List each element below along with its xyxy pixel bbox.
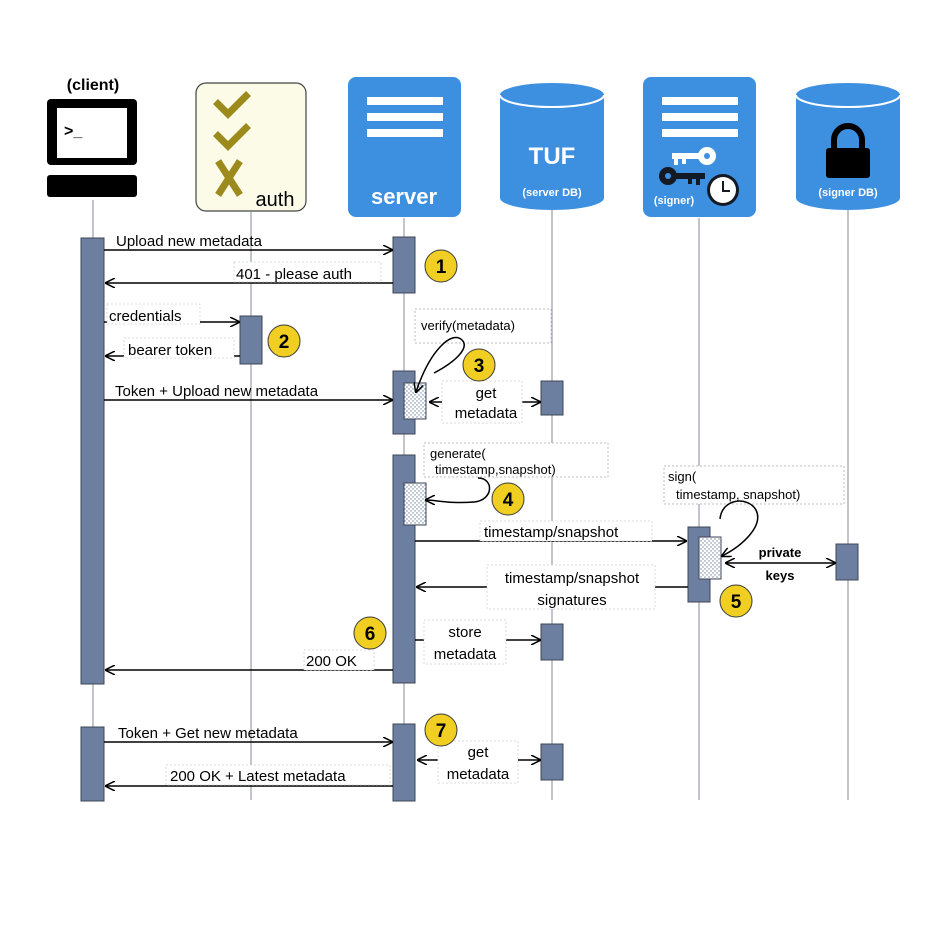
keys-label: keys <box>766 568 795 583</box>
svg-text:4: 4 <box>503 490 514 511</box>
step-badge: 4 <box>491 482 525 516</box>
msg-200-ok-label: 200 OK <box>306 653 357 670</box>
private-label: private <box>759 545 802 560</box>
msg-token-upload-label: Token + Upload new metadata <box>115 383 319 400</box>
step-badge: 3 <box>462 348 496 382</box>
get-label: get <box>476 385 498 402</box>
msg-ts-snap-label: timestamp/snapshot <box>484 524 619 541</box>
svg-text:5: 5 <box>731 592 742 613</box>
verify-activation <box>403 382 427 420</box>
get2-label: get <box>468 744 490 761</box>
label-frames <box>414 308 845 505</box>
tuf-activation <box>540 380 564 416</box>
generate-activation <box>403 482 427 526</box>
tuf-activation <box>540 743 564 781</box>
msg-bearer-token-label: bearer token <box>128 342 212 359</box>
signer-db-activation <box>835 543 859 581</box>
svg-text:1: 1 <box>436 257 447 278</box>
actor-signer-label: (signer) <box>654 195 695 207</box>
svg-text:6: 6 <box>365 624 376 645</box>
generate-label: generate( <box>430 446 486 461</box>
actor-tuf: TUF (server DB) <box>499 83 605 210</box>
server-stack-icon <box>662 97 738 137</box>
msg-get-new-label: Token + Get new metadata <box>118 725 298 742</box>
sign-frame <box>663 465 845 505</box>
step-badge: 5 <box>719 584 753 618</box>
step-badge: 2 <box>267 324 301 358</box>
signatures-label: signatures <box>537 592 606 609</box>
svg-text:3: 3 <box>474 356 485 377</box>
actor-tuf-label: TUF <box>529 143 576 170</box>
step-badges: 1 2 3 4 5 6 7 <box>267 249 753 747</box>
server-stack-icon <box>367 97 443 137</box>
svg-text:>_: >_ <box>64 123 83 140</box>
check-check-x-icon <box>213 91 251 197</box>
msg-upload-label: Upload new metadata <box>116 233 263 250</box>
server-card <box>348 77 461 217</box>
sign-args-label: timestamp, snapshot) <box>676 487 800 502</box>
client-activation <box>80 237 105 685</box>
sign-self-arrow <box>719 500 759 556</box>
svg-text:2: 2 <box>279 332 290 353</box>
msg-401-label: 401 - please auth <box>236 266 352 283</box>
generate-self-arrow <box>426 477 491 503</box>
step-badge: 1 <box>424 249 458 283</box>
step-badge: 6 <box>353 616 387 650</box>
lock-icon <box>826 123 870 178</box>
actor-auth: auth <box>195 82 307 212</box>
auth-card <box>195 82 307 212</box>
svg-text:7: 7 <box>436 721 447 742</box>
auth-activation <box>239 315 263 365</box>
terminal-icon: >_ <box>47 99 137 197</box>
verify-self-arrow <box>416 336 465 392</box>
step-badge: 7 <box>424 713 458 747</box>
msg-ts-snap-return-label: timestamp/snapshot <box>505 570 640 587</box>
key-clock-icon <box>659 147 739 206</box>
actor-client: (client) >_ <box>47 77 137 197</box>
store-metadata-label: metadata <box>434 646 497 663</box>
actor-client-label: (client) <box>67 77 119 94</box>
server-activation <box>392 723 416 802</box>
actor-tuf-sublabel: (server DB) <box>522 187 582 199</box>
client-activation <box>80 726 105 802</box>
verify-label: verify(metadata) <box>421 318 515 333</box>
label-backgrounds <box>106 261 656 786</box>
database-icon <box>499 83 605 210</box>
msg-latest-label: 200 OK + Latest metadata <box>170 768 346 785</box>
tuf-activation <box>540 623 564 661</box>
actor-auth-label: auth <box>256 189 295 211</box>
generate-frame <box>423 442 609 478</box>
actor-signer: (signer) <box>643 77 756 217</box>
message-labels: Upload new metadata 401 - please auth cr… <box>109 233 801 785</box>
actor-signer-db-label: (signer DB) <box>818 187 878 199</box>
get2-metadata-label: metadata <box>447 766 510 783</box>
actor-signer-db: (signer DB) <box>795 83 901 210</box>
store-label: store <box>448 624 481 641</box>
sign-activation <box>698 536 722 580</box>
actor-server: server <box>348 77 461 217</box>
msg-credentials-label: credentials <box>109 308 182 325</box>
server-activation <box>392 236 416 294</box>
generate-args-label: timestamp,snapshot) <box>435 462 556 477</box>
actor-server-label: server <box>371 184 438 209</box>
metadata-label: metadata <box>455 405 518 422</box>
verify-frame <box>414 308 552 344</box>
sign-label: sign( <box>668 469 697 484</box>
